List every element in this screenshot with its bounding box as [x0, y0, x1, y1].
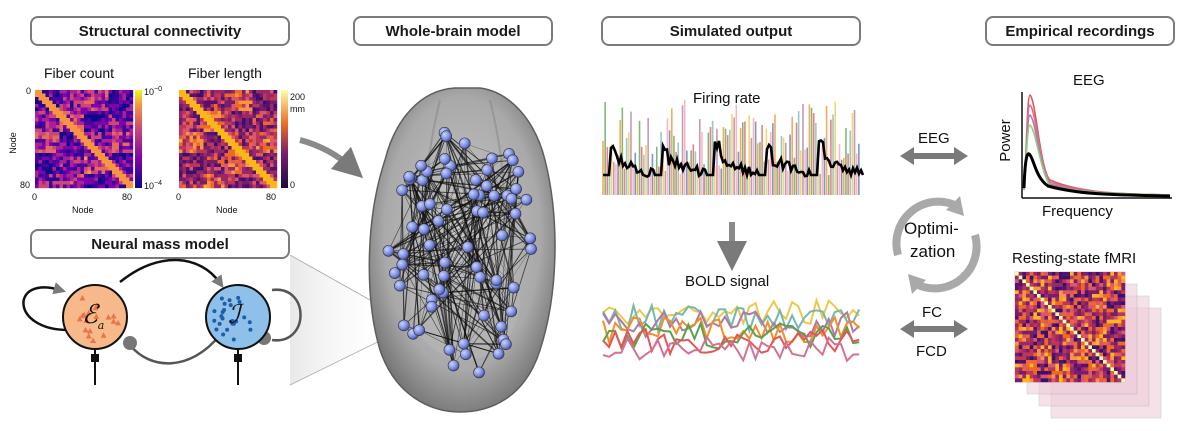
fiber-count-cbar-top: 10−0 — [144, 86, 162, 97]
optimization-label-line1: Optimi- — [904, 219, 959, 238]
fcd-link-label: FCD — [916, 343, 947, 360]
fiber-length-x-label: Node — [216, 205, 238, 215]
fiber-length-title: Fiber length — [188, 65, 262, 81]
simulated-output-header: Simulated output — [601, 16, 861, 46]
optimization-cycle-icon — [892, 196, 981, 294]
fiber-count-matrix — [35, 90, 134, 189]
fiber-count-colorbar — [135, 90, 142, 188]
fiber-count-cbar-bottom: 10−4 — [144, 180, 162, 191]
fiber-length-matrix — [179, 90, 278, 189]
excitatory-symbol: ℰa — [82, 300, 105, 333]
matrix-to-brain-arrow — [299, 137, 364, 179]
fiber-count-axis-bottom: 80 — [20, 180, 31, 190]
fiber-count-x-label: Node — [72, 205, 94, 215]
structural-connectivity-header: Structural connectivity — [30, 16, 290, 46]
fiber-length-x-right: 80 — [266, 192, 277, 202]
fiber-length-cbar-top: 200 — [290, 92, 306, 102]
frequency-axis-label: Frequency — [1042, 203, 1113, 220]
fiber-count-x-left: 0 — [32, 192, 38, 202]
fiber-length-x-left: 0 — [176, 192, 182, 202]
fc-link-label: FC — [922, 304, 942, 321]
fiber-length-cbar-bottom: 0 — [290, 180, 296, 190]
brain-network — [382, 126, 537, 379]
fiber-length-cbar-unit: mm — [290, 104, 305, 114]
fiber-count-axis-top: 0 — [26, 86, 32, 96]
power-axis-label: Power — [996, 119, 1014, 162]
inhibitory-symbol: ℐ — [228, 300, 241, 330]
fiber-count-title: Fiber count — [44, 65, 115, 81]
fmri-matrix-stack — [1014, 271, 1162, 419]
fiber-count-x-right: 80 — [122, 192, 133, 202]
bold-signal-plot — [602, 296, 861, 363]
optimization-label-line2: zation — [910, 242, 956, 261]
bold-signal-label: BOLD signal — [685, 273, 770, 290]
fmri-title: Resting-state fMRI — [1012, 250, 1137, 267]
zoom-shading — [290, 255, 400, 385]
empirical-recordings-header: Empirical recordings — [985, 16, 1175, 46]
neural-mass-diagram — [22, 258, 302, 385]
fc-fcd-double-arrow — [900, 320, 968, 338]
neural-mass-model-header: Neural mass model — [30, 229, 290, 259]
eeg-double-arrow — [900, 147, 968, 165]
firing-rate-label: Firing rate — [693, 90, 761, 107]
firing-rate-plot — [602, 100, 865, 195]
eeg-link-label: EEG — [918, 130, 950, 147]
whole-brain-model-header: Whole-brain model — [353, 16, 553, 46]
eeg-spectrum-plot — [1021, 92, 1172, 199]
fiber-length-colorbar — [281, 90, 288, 188]
eeg-title: EEG — [1073, 72, 1105, 89]
